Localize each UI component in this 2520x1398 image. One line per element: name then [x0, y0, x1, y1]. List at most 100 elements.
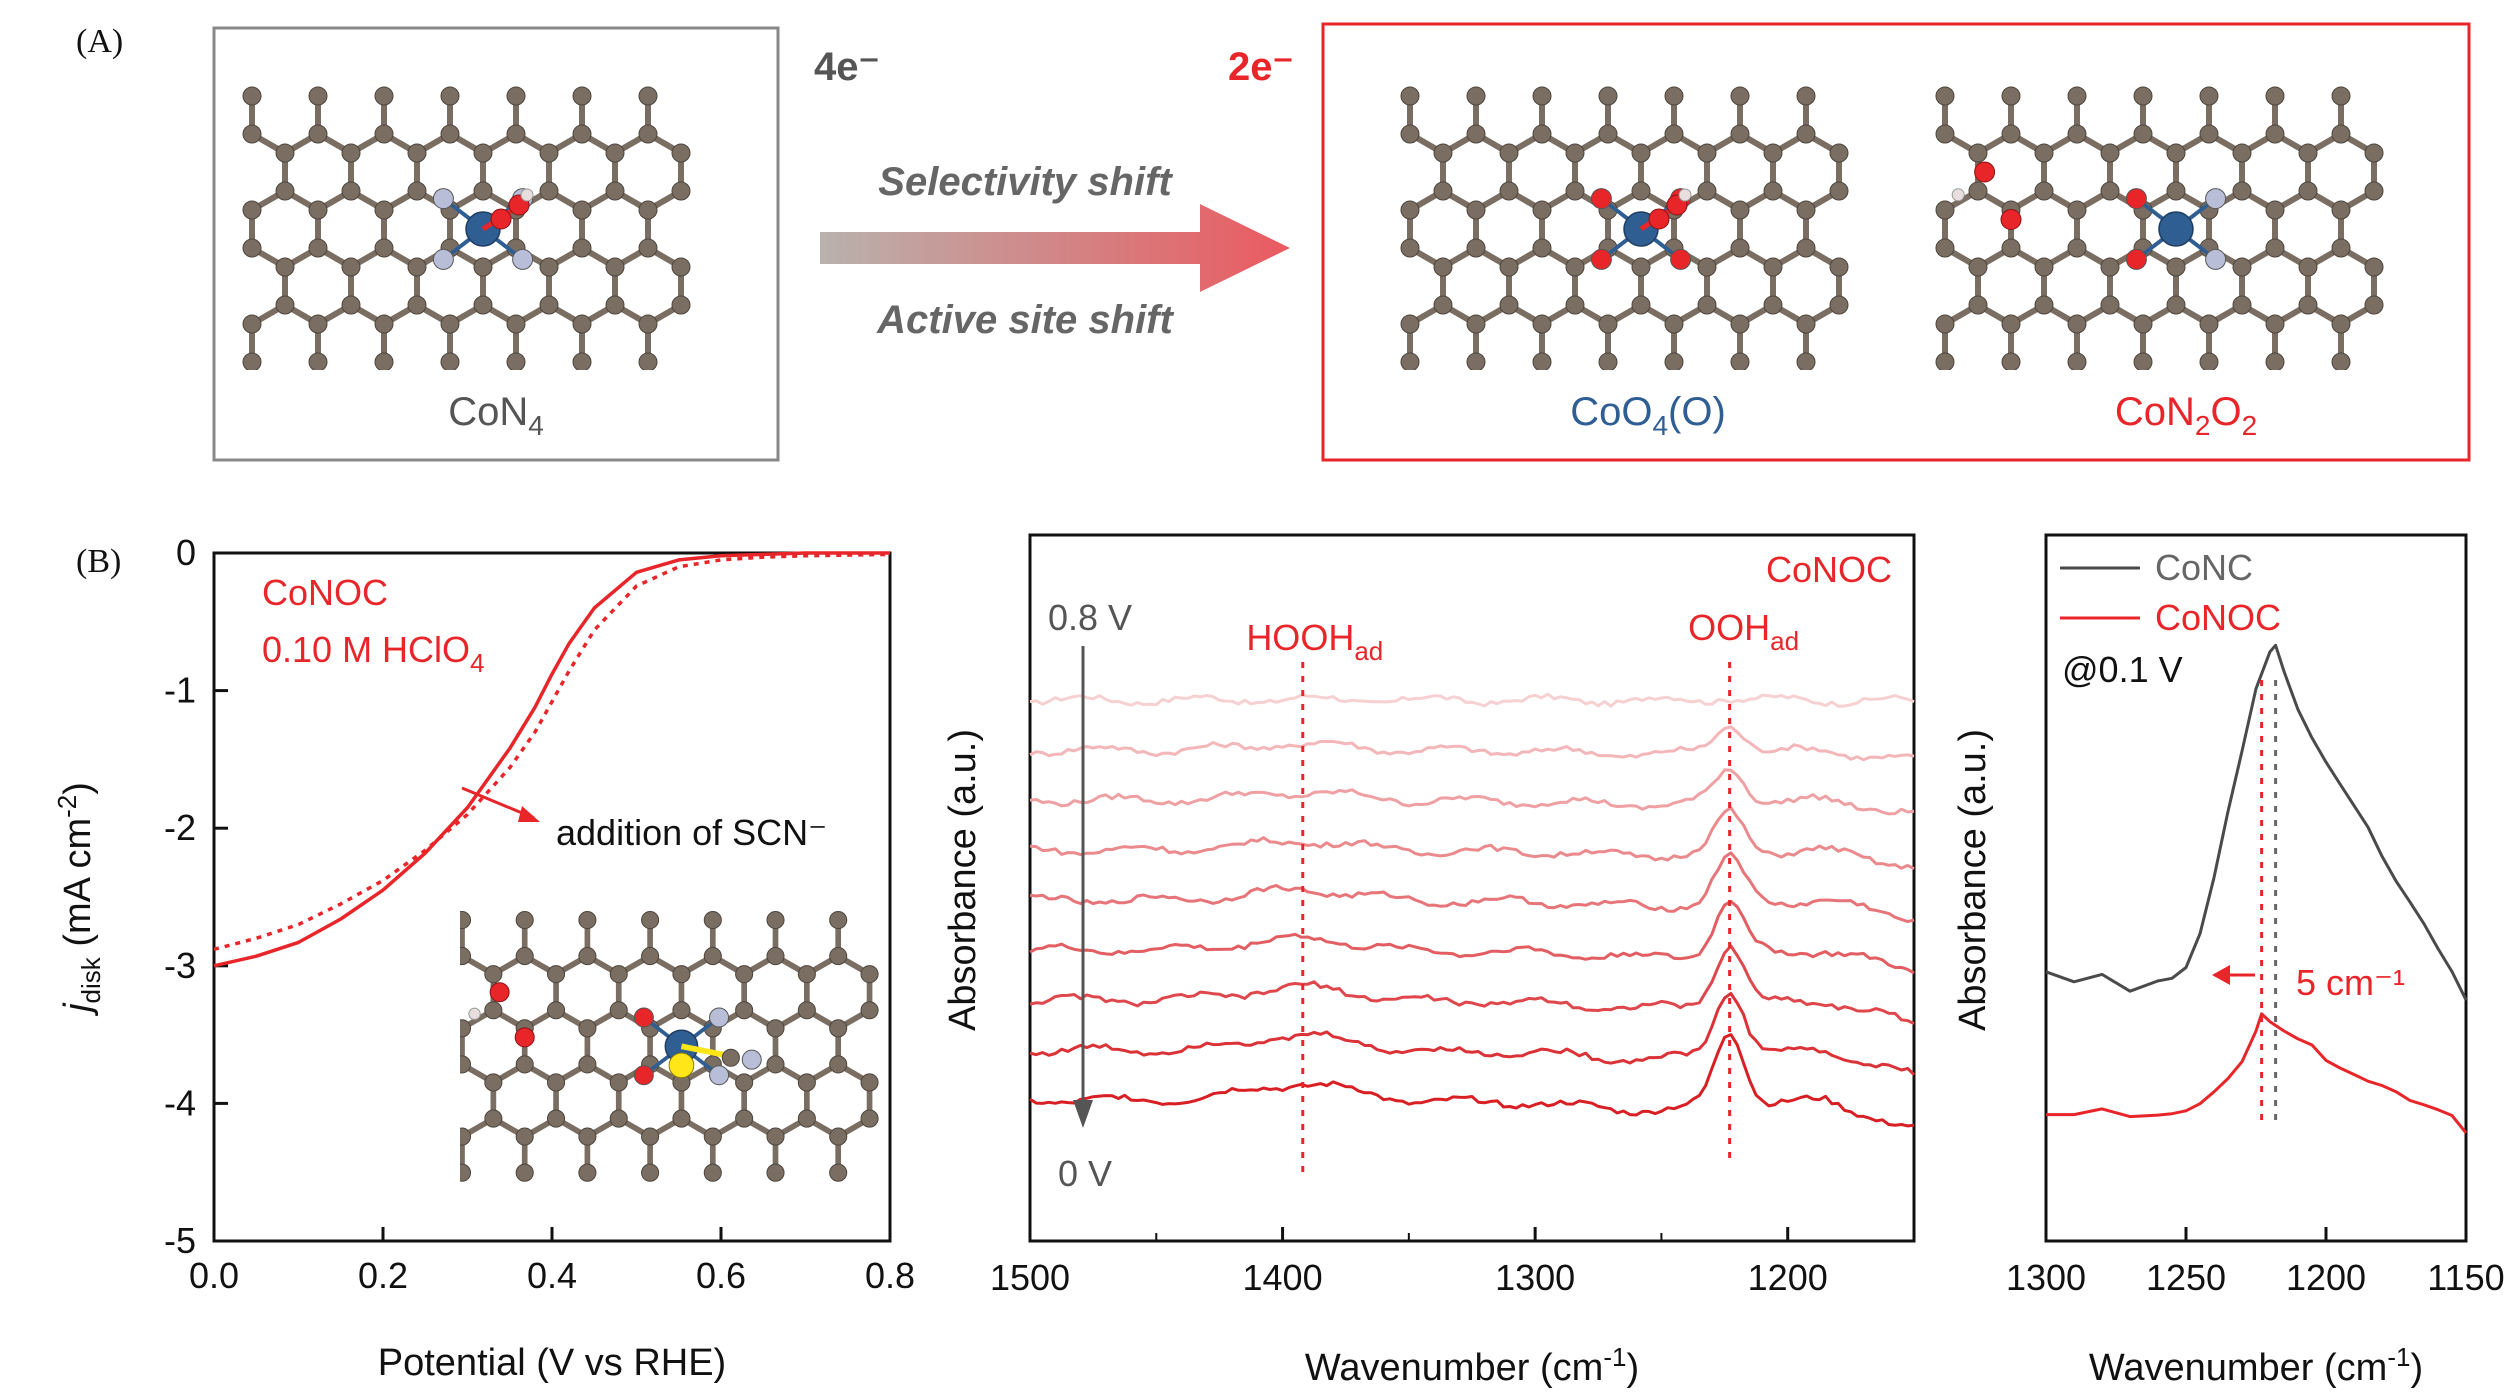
carbon-atom: [308, 86, 328, 106]
carbon-atom: [1400, 200, 1420, 220]
carbon-atom: [1631, 181, 1651, 201]
carbon-atom: [860, 1109, 879, 1128]
carbon-atom: [1664, 352, 1684, 370]
carbon-atom: [2100, 257, 2120, 277]
edge-hydrogen-atom: [1951, 188, 1965, 202]
heteroatom: [709, 1007, 730, 1028]
carbon-atom: [2331, 314, 2351, 334]
lsv-xtick-label: 0.8: [865, 1255, 915, 1296]
carbon-atom: [2067, 200, 2087, 220]
carbon-atom: [1796, 314, 1816, 334]
carbon-atom: [605, 257, 625, 277]
carbon-atom: [2265, 314, 2285, 334]
carbon-atom: [860, 1073, 879, 1092]
seiras-axes-frame: [1028, 533, 1916, 1243]
carbon-atom: [407, 295, 427, 315]
carbon-atom: [242, 124, 262, 144]
carbon-atom: [1664, 314, 1684, 334]
carbon-atom: [2166, 181, 2186, 201]
carbon-atom: [515, 1163, 534, 1182]
carbon-atom: [1598, 124, 1618, 144]
lsv-ytick-label: -4: [164, 1082, 196, 1123]
carbon-atom: [671, 143, 691, 163]
carbon-atom: [735, 1109, 754, 1128]
carbon-atom: [1968, 181, 1988, 201]
carbon-atom: [572, 86, 592, 106]
carbon-atom: [242, 314, 262, 334]
carbon-atom: [2265, 238, 2285, 258]
carbon-atom: [275, 181, 295, 201]
carbon-atom: [1532, 314, 1552, 334]
carbon-atom: [539, 257, 559, 277]
carbon-atom: [1730, 86, 1750, 106]
carbon-atom: [2232, 257, 2252, 277]
carbon-atom: [440, 86, 460, 106]
carbon-atom: [766, 910, 785, 930]
carbon-atom: [829, 1127, 848, 1146]
oxygen-atom: [490, 208, 512, 230]
scn-carbon-atom: [721, 1048, 740, 1067]
carbon-atom: [2133, 314, 2153, 334]
scn-inset-structure: [460, 910, 879, 1182]
carbon-atom: [1433, 257, 1453, 277]
carbon-atom: [2199, 86, 2219, 106]
carbon-atom: [1598, 352, 1618, 370]
carbon-atom: [766, 947, 785, 966]
carbon-atom: [2298, 257, 2318, 277]
carbon-atom: [1598, 314, 1618, 334]
carbon-atom: [703, 1127, 722, 1146]
carbon-atom: [578, 1055, 597, 1074]
carbon-atom: [1499, 295, 1519, 315]
carbon-atom: [1532, 200, 1552, 220]
carbon-atom: [1829, 295, 1849, 315]
carbon-atom: [484, 1001, 503, 1020]
con2o2-label: CoN2O2: [2115, 390, 2257, 441]
carbon-atom: [374, 314, 394, 334]
carbon-atom: [308, 200, 328, 220]
carbon-atom: [2001, 352, 2021, 370]
carbon-atom: [308, 314, 328, 334]
heteroatom: [1590, 248, 1612, 270]
carbon-atom: [1565, 257, 1585, 277]
edge-oxygen-atom: [1974, 161, 1996, 183]
seiras-spectrum-0V: [1029, 1033, 1915, 1128]
hydrogen-atom: [520, 188, 534, 202]
potential-arrow-head: [1073, 1100, 1093, 1128]
carbon-atom: [829, 1163, 848, 1182]
carbon-atom: [547, 1109, 566, 1128]
carbon-atom: [672, 1109, 691, 1128]
oxygen-atom: [1648, 208, 1670, 230]
carbon-atom: [638, 200, 658, 220]
carbon-atom: [2166, 257, 2186, 277]
carbon-atom: [1935, 238, 1955, 258]
carbon-atom: [2364, 181, 2384, 201]
seiras-ylabel: Absorbance (a.u.): [942, 729, 984, 1031]
seiras-xtick-label: 1500: [990, 1257, 1070, 1298]
carbon-atom: [1433, 181, 1453, 201]
carbon-atom: [460, 1055, 472, 1074]
carbon-atom: [1664, 86, 1684, 106]
carbon-atom: [1565, 295, 1585, 315]
carbon-atom: [374, 200, 394, 220]
comparison-axes-frame: [2044, 533, 2468, 1243]
carbon-atom: [1763, 257, 1783, 277]
carbon-atom: [1499, 143, 1519, 163]
carbon-atom: [766, 1019, 785, 1038]
carbon-atom: [2298, 295, 2318, 315]
carbon-atom: [1631, 257, 1651, 277]
carbon-atom: [638, 124, 658, 144]
carbon-atom: [440, 124, 460, 144]
four-electron-label: 4e⁻: [814, 45, 880, 89]
carbon-atom: [506, 314, 526, 334]
carbon-atom: [1829, 257, 1849, 277]
carbon-atom: [2133, 124, 2153, 144]
carbon-atom: [460, 1127, 472, 1146]
carbon-atom: [1763, 143, 1783, 163]
carbon-atom: [2298, 181, 2318, 201]
carbon-atom: [2265, 352, 2285, 370]
carbon-atom: [539, 181, 559, 201]
heteroatom: [432, 248, 454, 270]
carbon-atom: [766, 1163, 785, 1182]
comparison-xtick-label: 1250: [2146, 1257, 2226, 1298]
carbon-atom: [671, 181, 691, 201]
